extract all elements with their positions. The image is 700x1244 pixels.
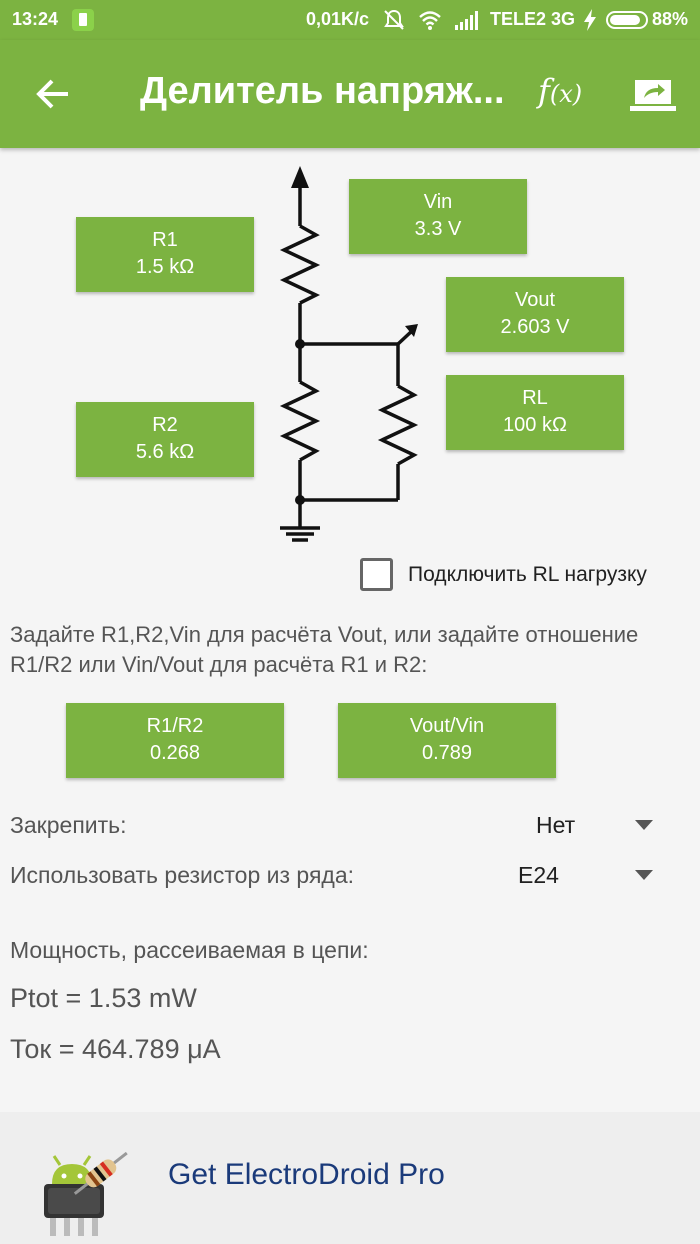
rl-label: RL	[522, 387, 548, 409]
ptot-value: Ptot = 1.53 mW	[10, 983, 197, 1013]
power-heading: Мощность, рассеиваемая в цепи:	[10, 937, 369, 963]
r1r2-label: R1/R2	[146, 715, 204, 737]
r1r2-ratio-button[interactable]: R1/R2 0.268	[66, 703, 284, 778]
battery-percent: 88%	[652, 9, 689, 29]
r2-value: 5.6 kΩ	[135, 441, 195, 463]
rl-button[interactable]: RL 100 kΩ	[446, 375, 624, 450]
fix-label: Закрепить:	[10, 812, 127, 838]
mute-alarm-icon	[384, 9, 404, 30]
fix-select-value[interactable]: Нет	[536, 812, 576, 838]
charging-bolt-icon	[584, 9, 596, 31]
r2-label: R2	[152, 414, 178, 436]
voltage-divider-schematic	[279, 166, 419, 542]
get-pro-link[interactable]: Get ElectroDroid Pro	[168, 1158, 445, 1191]
battery-icon	[606, 11, 648, 29]
status-bar: 13:24 0,01K/c TELE2 3G 88%	[0, 0, 700, 40]
r1-value: 1.5 kΩ	[135, 256, 195, 278]
hint-text: Задайте R1,R2,Vin для расчёта Vout, или …	[10, 622, 639, 677]
battery-saver-icon	[72, 9, 94, 31]
back-arrow-icon[interactable]	[34, 74, 74, 114]
vout-button[interactable]: Vout 2.603 V	[446, 277, 624, 352]
series-label: Использовать резистор из ряда:	[10, 862, 355, 888]
status-time: 13:24	[12, 9, 59, 29]
carrier-name: TELE2 3G	[490, 9, 576, 29]
app-bar: Делитель напряж... f(x)	[0, 40, 700, 148]
formula-button[interactable]: f(x)	[538, 72, 582, 110]
battery-fill	[610, 15, 640, 25]
current-value: Ток = 464.789 μA	[10, 1034, 221, 1064]
vin-button[interactable]: Vin 3.3 V	[349, 179, 527, 254]
load-checkbox[interactable]	[360, 558, 393, 591]
voutvin-ratio-button[interactable]: Vout/Vin 0.789	[338, 703, 556, 778]
promo-footer[interactable]: Get ElectroDroid Pro	[0, 1112, 700, 1244]
fix-dropdown-arrow-icon[interactable]	[635, 820, 653, 830]
network-speed: 0,01K/c	[306, 9, 370, 29]
formula-f: f	[538, 72, 550, 110]
share-screen-icon[interactable]	[630, 78, 676, 112]
series-dropdown-arrow-icon[interactable]	[635, 870, 653, 880]
series-select-value[interactable]: E24	[518, 862, 559, 888]
rl-value: 100 kΩ	[503, 414, 567, 436]
load-checkbox-label[interactable]: Подключить RL нагрузку	[408, 563, 647, 586]
vin-label: Vin	[423, 191, 453, 213]
voutvin-label: Vout/Vin	[409, 715, 485, 737]
r1-button[interactable]: R1 1.5 kΩ	[76, 217, 254, 292]
r1-label: R1	[152, 229, 178, 251]
voutvin-value: 0.789	[421, 742, 473, 764]
electrodroid-logo-icon	[44, 1151, 128, 1236]
vout-value: 2.603 V	[500, 316, 570, 338]
signal-icon	[455, 11, 478, 30]
formula-arg: (x)	[549, 80, 583, 108]
vout-label: Vout	[514, 289, 556, 311]
r2-button[interactable]: R2 5.6 kΩ	[76, 402, 254, 477]
vin-value: 3.3 V	[414, 218, 462, 240]
r1r2-value: 0.268	[149, 742, 201, 764]
wifi-icon	[419, 11, 441, 30]
page-title: Делитель напряж...	[140, 70, 505, 112]
